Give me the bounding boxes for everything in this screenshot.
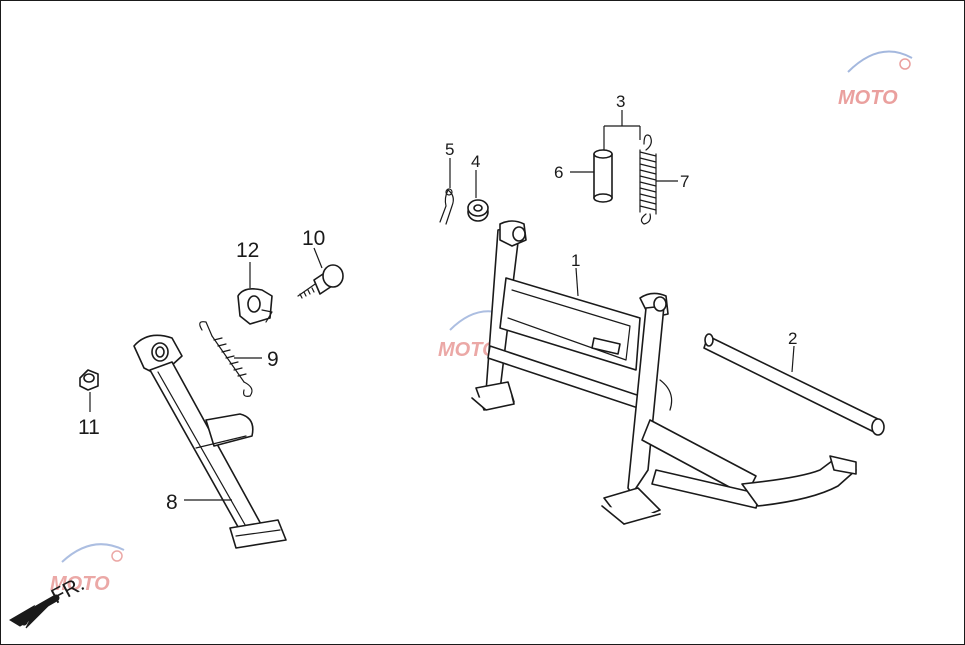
leader-lines	[89, 110, 795, 501]
callout-9: 9	[267, 348, 279, 371]
watermark-top-right: MOTO	[838, 50, 913, 109]
callout-5: 5	[445, 140, 454, 159]
side-stand-switch	[237, 288, 273, 325]
main-stand-spring	[639, 134, 657, 225]
side-stand	[133, 334, 287, 549]
washer	[467, 199, 489, 222]
side-stand-spring	[199, 321, 253, 397]
main-stand	[471, 220, 857, 525]
watermark-text: MOTO	[50, 573, 110, 595]
watermark-text: MOTO	[838, 87, 898, 109]
cotter-pin	[439, 188, 454, 225]
pivot-shaft	[703, 333, 885, 436]
callout-8: 8	[166, 491, 178, 514]
callout-10: 10	[302, 227, 325, 250]
nut	[79, 369, 99, 391]
callout-labels: 1 2 3 4 5 6 7 8 9 10 11 12	[78, 92, 797, 514]
callout-11: 11	[78, 416, 100, 439]
callout-6: 6	[554, 163, 563, 182]
callout-3: 3	[616, 92, 625, 111]
watermark-text: MOTO	[438, 339, 498, 361]
callout-1: 1	[571, 251, 580, 270]
callout-4: 4	[471, 152, 480, 171]
callout-12: 12	[236, 239, 259, 262]
pivot-bolt	[297, 264, 344, 299]
watermark-bottom-left: MOTO	[50, 543, 125, 595]
callout-2: 2	[788, 329, 797, 348]
callout-7: 7	[680, 172, 689, 191]
spring-collar	[593, 149, 613, 203]
